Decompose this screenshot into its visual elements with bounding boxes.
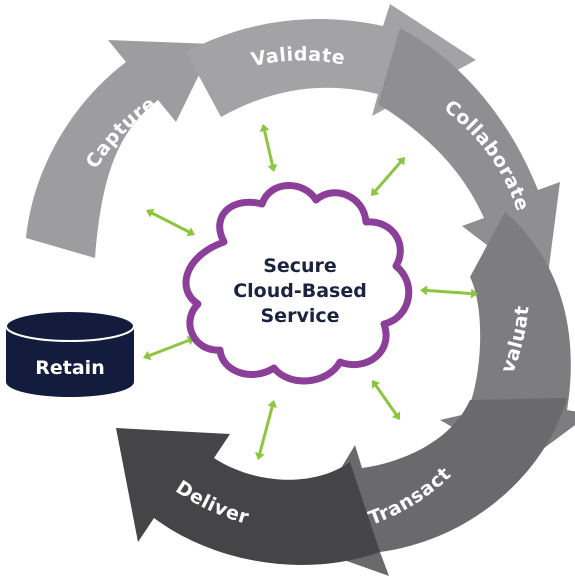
retain-label: Retain	[35, 357, 104, 379]
cloud-title-line-1: Secure	[263, 255, 337, 277]
retain-database-icon: Retain	[5, 310, 135, 397]
connector-line-4	[425, 288, 473, 296]
connector-line-5	[148, 338, 190, 358]
deliver-arrow	[116, 428, 380, 565]
connector-line-6	[374, 384, 398, 416]
connector-line-7	[258, 405, 274, 455]
connector-line-3	[150, 211, 191, 234]
cloud-title-line-2: Cloud-Based	[233, 280, 367, 302]
connector-line-2	[373, 160, 403, 193]
cloud-title-line-3: Service	[261, 305, 340, 327]
cloud-icon	[182, 182, 413, 385]
connector-line-1	[262, 129, 275, 167]
capture-arrow	[26, 40, 214, 258]
